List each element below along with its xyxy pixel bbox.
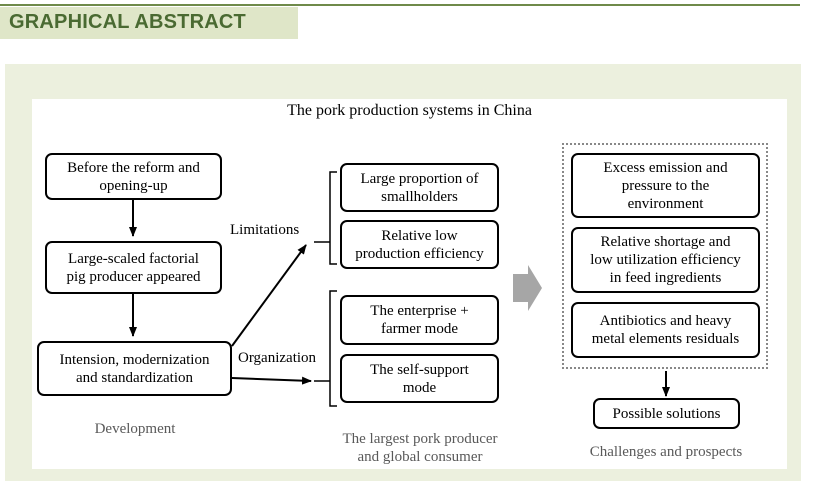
dev-box-reform: Before the reform and opening-up bbox=[45, 153, 222, 200]
header-rule bbox=[0, 4, 800, 6]
organization-box-self-support: The self-support mode bbox=[340, 354, 499, 403]
challenges-caption: Challenges and prospects bbox=[589, 444, 743, 460]
development-caption: Development bbox=[94, 421, 176, 437]
arrow-to-organization bbox=[231, 376, 312, 385]
organization-box-enterprise: The enterprise + farmer mode bbox=[340, 295, 499, 345]
organization-brace bbox=[314, 290, 337, 407]
arrow-to-limitations bbox=[231, 244, 307, 347]
dev-box-factorial: Large-scaled factorial pig producer appe… bbox=[45, 241, 222, 294]
solution-box: Possible solutions bbox=[593, 398, 740, 429]
branches-caption: The largest pork producer and global con… bbox=[342, 431, 498, 465]
header-title: GRAPHICAL ABSTRACT bbox=[9, 11, 246, 33]
dev-box-intension: Intension, modernization and standardiza… bbox=[37, 341, 232, 396]
challenge-box-emission: Excess emission and pressure to the envi… bbox=[571, 153, 760, 218]
challenge-box-feed: Relative shortage and low utilization ef… bbox=[571, 227, 760, 293]
graphical-abstract-header: GRAPHICAL ABSTRACT bbox=[0, 7, 298, 39]
diagram-title: The pork production systems in China bbox=[287, 102, 532, 119]
organization-label: Organization bbox=[238, 350, 317, 366]
challenges-frame bbox=[562, 143, 768, 369]
limitations-brace bbox=[314, 171, 337, 265]
limitations-label: Limitations bbox=[230, 222, 300, 238]
block-arrow-icon bbox=[513, 265, 542, 311]
challenge-box-residuals: Antibiotics and heavy metal elements res… bbox=[571, 302, 760, 358]
limitation-box-efficiency: Relative low production efficiency bbox=[340, 220, 499, 269]
limitation-box-smallholders: Large proportion of smallholders bbox=[340, 163, 499, 212]
